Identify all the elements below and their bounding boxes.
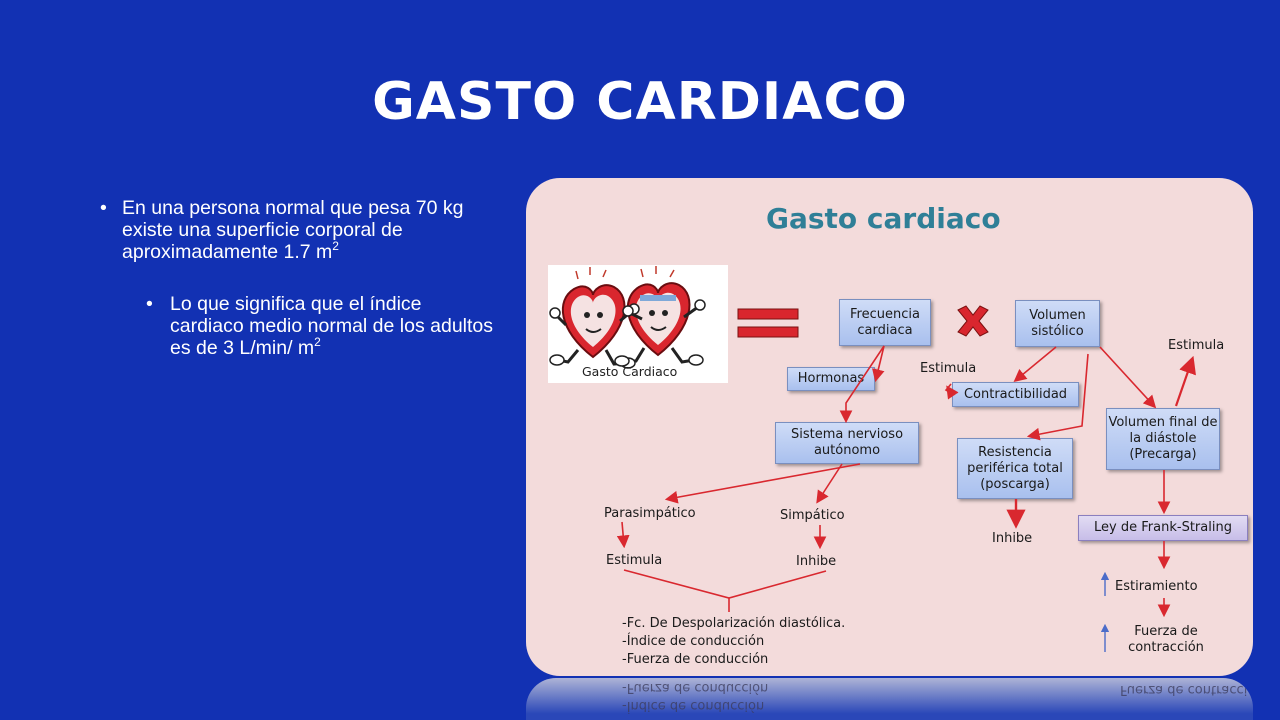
panel-reflection: -Fuerza de conducción -Índice de conducc…	[526, 678, 1253, 720]
reflection-text-1: -Fuerza de conducción	[622, 680, 769, 695]
resistencia-periferica-box: Resistencia periférica total (poscarga)	[957, 438, 1073, 499]
ley-frank-starling-box: Ley de Frank-Straling	[1078, 515, 1248, 541]
diagram-panel: Gasto cardiaco	[526, 178, 1253, 676]
image-caption: Gasto Cardiaco	[582, 364, 678, 379]
slide-title: GASTO CARDIACO	[372, 72, 908, 132]
parasimpatico-label: Parasimpático	[604, 506, 696, 521]
running-hearts-image: Gasto Cardiaco	[548, 265, 728, 383]
hormonas-box: Hormonas	[787, 367, 875, 391]
diagram-title: Gasto cardiaco	[766, 202, 1001, 235]
effect-1: -Fc. De Despolarización diastólica.	[622, 616, 846, 631]
effect-3: -Fuerza de conducción	[622, 652, 769, 667]
equals-icon	[737, 308, 799, 338]
sistema-nervioso-box: Sistema nervioso autónomo	[775, 422, 919, 464]
bullet-body-surface: En una persona normal que pesa 70 kg exi…	[96, 197, 496, 263]
multiply-icon	[957, 305, 989, 337]
hearts-illustration-icon	[549, 266, 706, 369]
estimula-right-label: Estimula	[1168, 338, 1225, 353]
volumen-sistolico-box: Volumen sistólico	[1015, 300, 1100, 347]
estiramiento-label: Estiramiento	[1115, 579, 1198, 594]
volumen-final-box: Volumen final de la diástole (Precarga)	[1106, 408, 1220, 470]
estimula-mid-label: Estimula	[920, 361, 977, 376]
reflection-text-2: -Índice de conducción	[622, 698, 765, 713]
fuerza-contraccion-label: Fuerza de contracción	[1128, 624, 1204, 655]
reflection-text-3: Fuerza de contracción	[1120, 682, 1253, 697]
effect-2: -Índice de conducción	[622, 634, 765, 649]
simpatico-label: Simpático	[780, 508, 845, 523]
diagram-connectors	[616, 305, 1196, 652]
inhibe-mid-label: Inhibe	[992, 531, 1033, 546]
contractibilidad-box: Contractibilidad	[952, 382, 1079, 407]
frecuencia-cardiaca-box: Frecuencia cardiaca	[839, 299, 931, 346]
bullet-list: En una persona normal que pesa 70 kg exi…	[96, 197, 496, 359]
bullet-cardiac-index: Lo que significa que el índice cardiaco …	[96, 293, 496, 359]
inhibe-left-label: Inhibe	[796, 554, 837, 569]
estimula-left-label: Estimula	[606, 553, 663, 568]
